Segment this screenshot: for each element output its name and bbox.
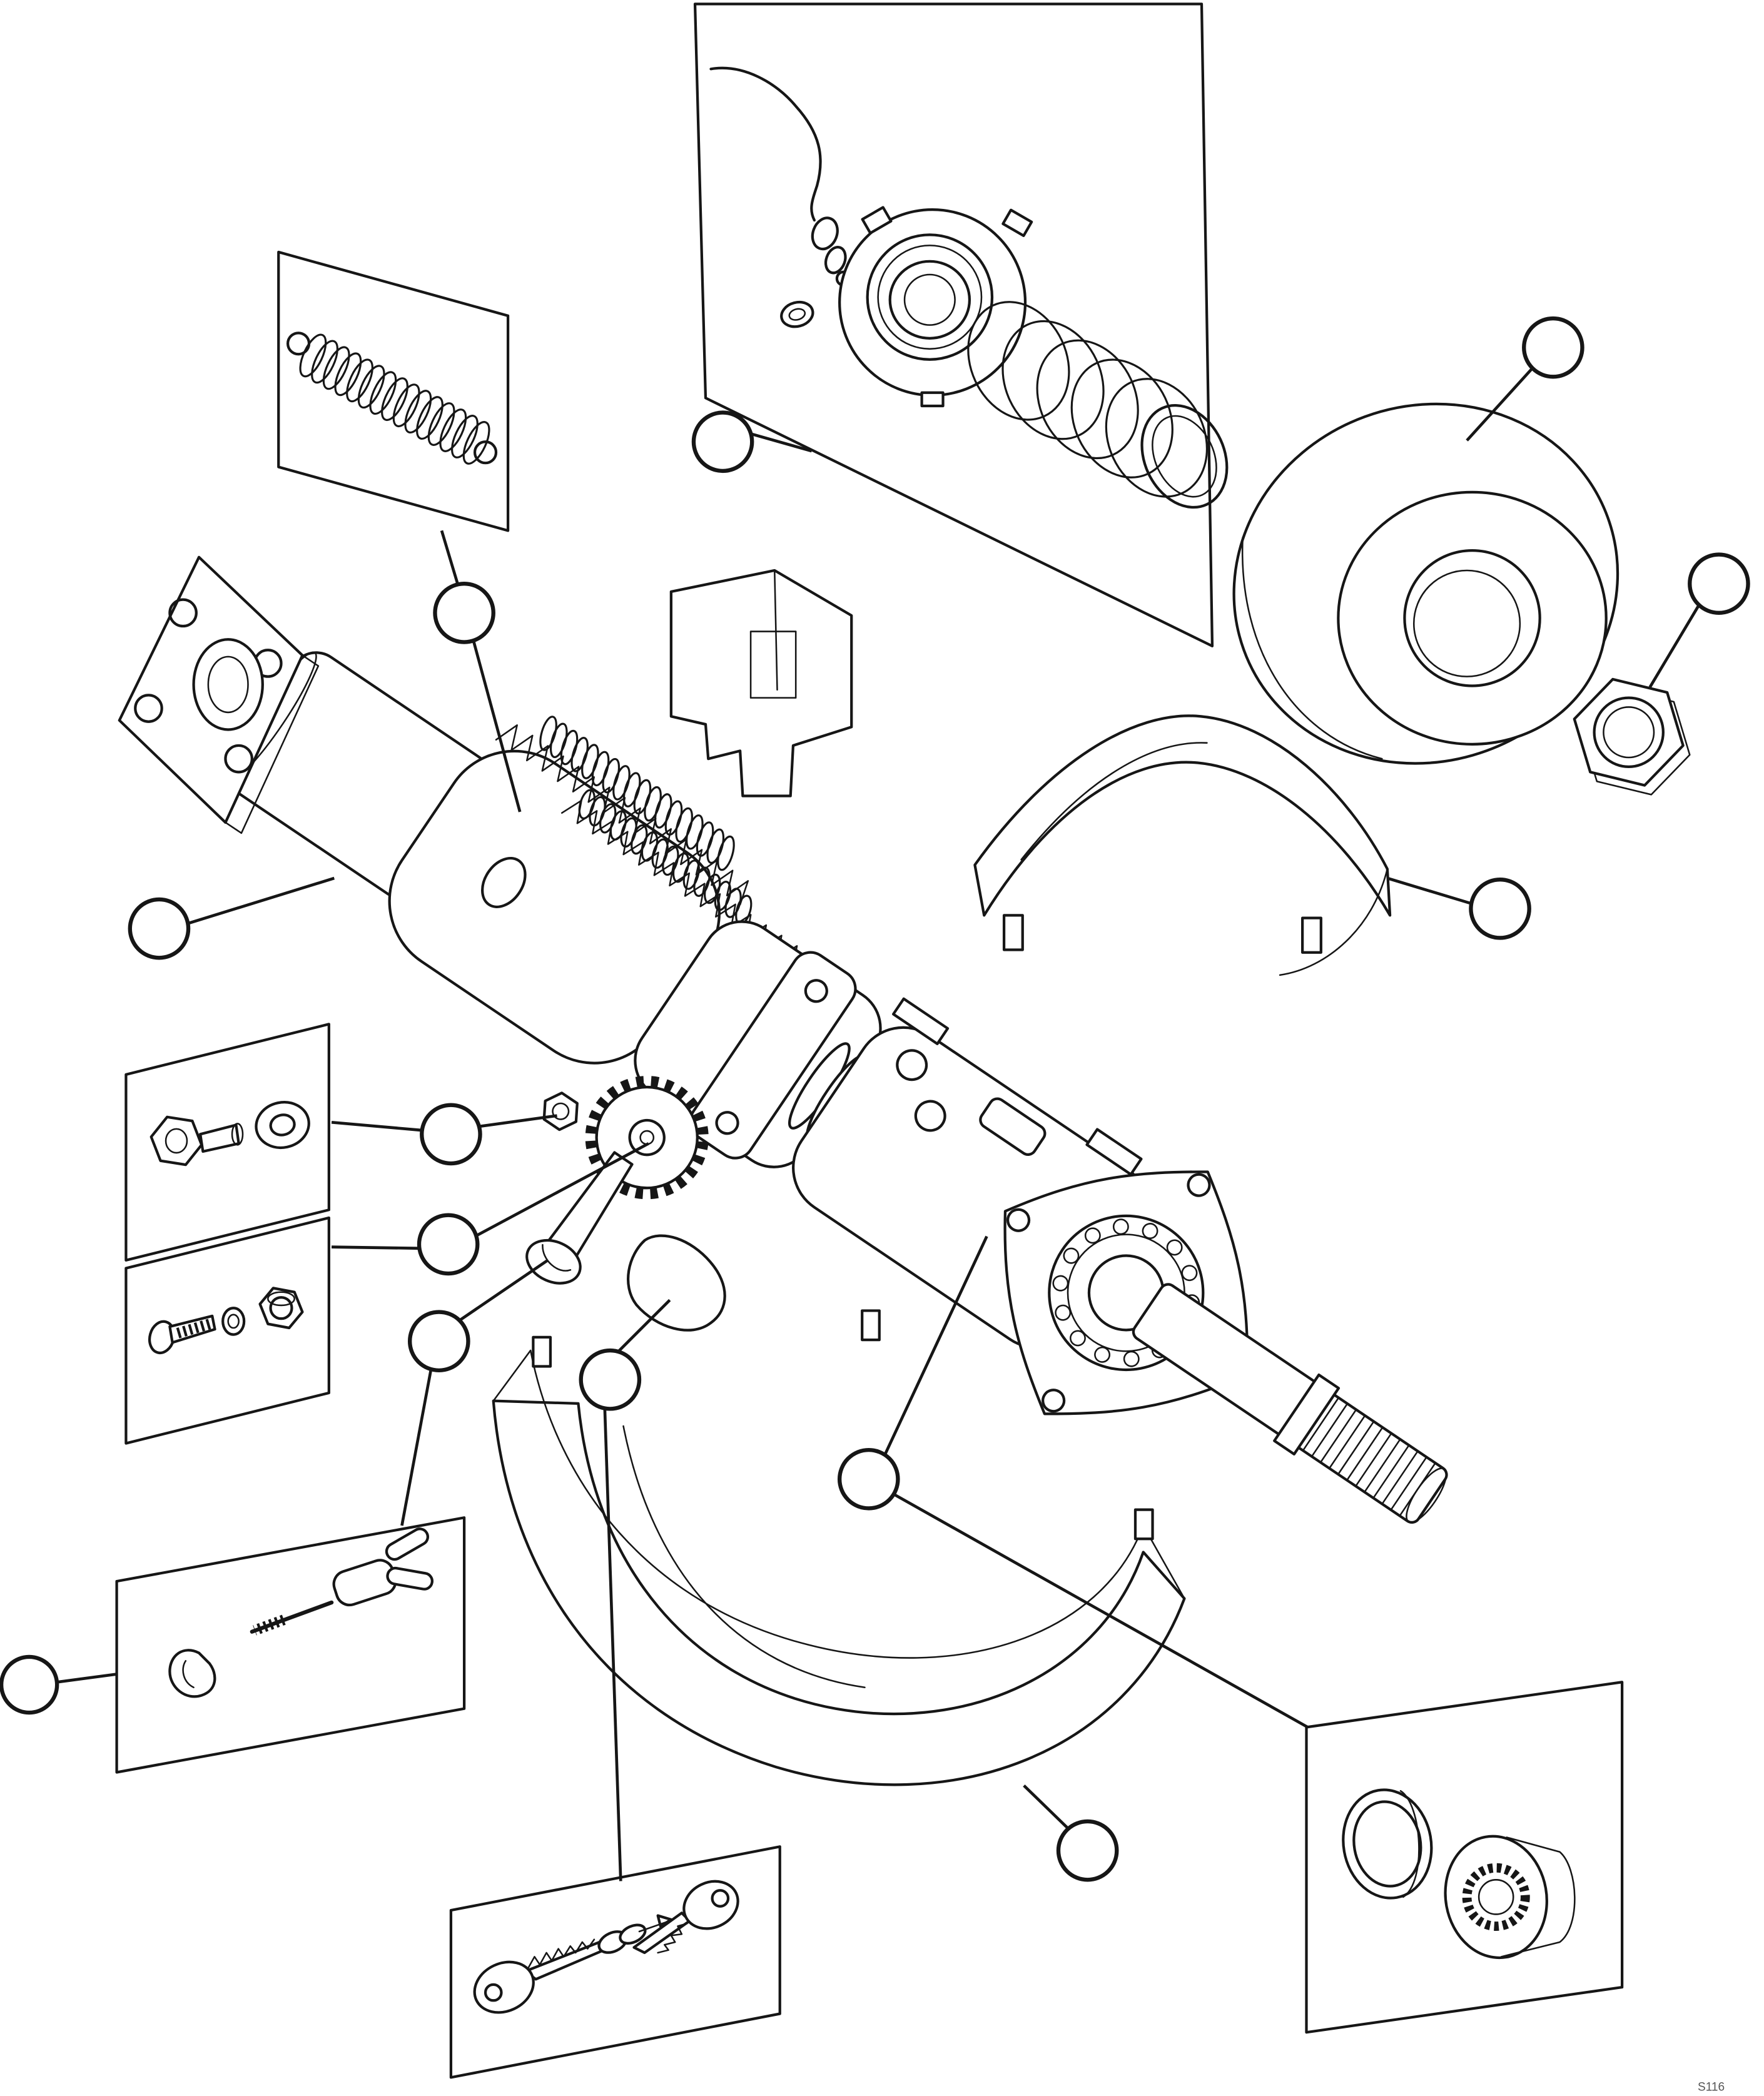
shaft-spline [1302,1397,1436,1517]
inset-bolt-washer-box [124,1023,330,1262]
inset-bolt-nut-box [124,1216,330,1445]
shroud-tab [1133,1508,1154,1541]
bushing-right [1444,1835,1576,1960]
leader-line-column-jacket [188,876,335,925]
tension-spring-coil [299,333,490,465]
leader-line-clamp-bolt-washer [480,1114,557,1128]
key-cylinder [597,1923,647,1954]
hex-bolt [150,1115,244,1167]
leader-line-tension-spring [440,530,459,584]
bushing-left [1342,1788,1433,1900]
leader-line-shift-fork [56,1673,117,1684]
leader-line-tilt-lever [455,1258,549,1324]
callout-balloon-upper-shroud [1469,877,1531,940]
shroud-tab [532,1335,552,1368]
leader-line-lock-cylinder-sleeve [1466,368,1533,442]
leader-line-rack-bolt-nut [477,1142,649,1237]
retainer-ring [780,300,814,328]
lock-nut [258,1287,304,1330]
nut-body [1573,677,1685,787]
spring-seat-ring [1140,404,1229,509]
thumb-knob [168,1649,216,1698]
leader-line-rack-bolt-nut [332,1245,420,1250]
flange-hole [224,744,253,774]
callout-balloon-ignition-switch-assembly [691,410,754,473]
leader-line-lock-cylinder-keys [603,1409,622,1881]
tilt-teeth-upper [495,724,749,906]
shift-cup [627,1234,726,1332]
housing-hole [896,1049,928,1081]
shaft-collar [1273,1373,1341,1456]
sleeve-bore [1403,549,1541,687]
leader-line-tilt-lever [400,1369,433,1526]
upper-shroud [973,714,1392,976]
lower-shroud [492,1309,1186,1786]
callouts-layer [0,316,1750,1882]
callout-balloon-lock-cylinder-sleeve [1522,316,1584,379]
shroud-tab [1301,916,1322,954]
callout-balloon-bearing-housing [837,1447,900,1511]
hex-nut [1573,677,1691,796]
steering-shaft [1132,1283,1448,1524]
lock-plate [838,206,1033,408]
small-ring [221,1307,246,1336]
leader-line-ignition-switch-assembly [750,432,813,453]
bearing-ring-outer [866,233,994,361]
key-1 [473,1938,612,2014]
leader-line-tension-spring [472,640,522,813]
shroud-tab [1002,914,1024,951]
leader-line-lower-shroud [1023,1785,1070,1831]
flange-boss [192,638,264,731]
threaded-stud [250,1600,334,1636]
clamp-collar [689,951,857,1160]
mounting-flange [118,555,320,834]
inset-box-outline [115,1516,466,1774]
shroud-tab [861,1309,881,1342]
ignition-spring [967,301,1209,498]
small-bolt [148,1314,216,1355]
inset-tension-spring-box [277,250,510,532]
housing-hole [914,1100,946,1132]
callout-balloon-shift-fork [0,1654,59,1715]
callout-balloon-lower-shroud [1056,1819,1119,1882]
leader-line-hex-nut [1648,604,1701,688]
leader-line-bearing-housing [883,1235,988,1456]
leader-line-clamp-bolt-washer [331,1120,422,1132]
flange-hole [168,598,198,628]
inset-shift-fork-box [115,1516,466,1774]
flange-hole [134,694,163,723]
callout-balloon-tension-spring [433,582,495,644]
inset-ignition-switch-box [693,3,1229,647]
leader-line-lock-cylinder-keys [617,1299,671,1353]
callout-balloon-rack-bolt-nut [417,1213,480,1276]
jacket-hole [481,856,527,908]
inset-keys-box [449,1845,781,2079]
shift-fork [332,1527,433,1607]
callout-balloon-hex-nut [1688,552,1750,615]
callout-balloon-clamp-bolt-washer [420,1103,482,1166]
lock-cylinder-sleeve [1232,402,1620,765]
leader-line-upper-shroud [1387,876,1472,905]
callout-balloon-lock-cylinder-keys [579,1348,642,1411]
housing-slot [979,1097,1047,1156]
bracket-cover [669,569,853,797]
figure-code: S116 [1698,2081,1725,2094]
inset-bushings-box [1305,1681,1624,2034]
washer [255,1101,310,1149]
leader-line-bearing-housing [895,1494,1309,1729]
tilt-spring-1 [539,716,735,871]
key-2 [632,1880,739,1955]
callout-balloon-tilt-lever [407,1310,470,1373]
pivot-bolt [542,1091,579,1132]
steering-column-assembly [226,651,1448,1524]
spring-hook-right [473,440,498,465]
tilt-lever-knob [525,1238,582,1285]
ignition-wire [709,66,822,222]
callout-balloon-column-jacket [128,897,191,960]
